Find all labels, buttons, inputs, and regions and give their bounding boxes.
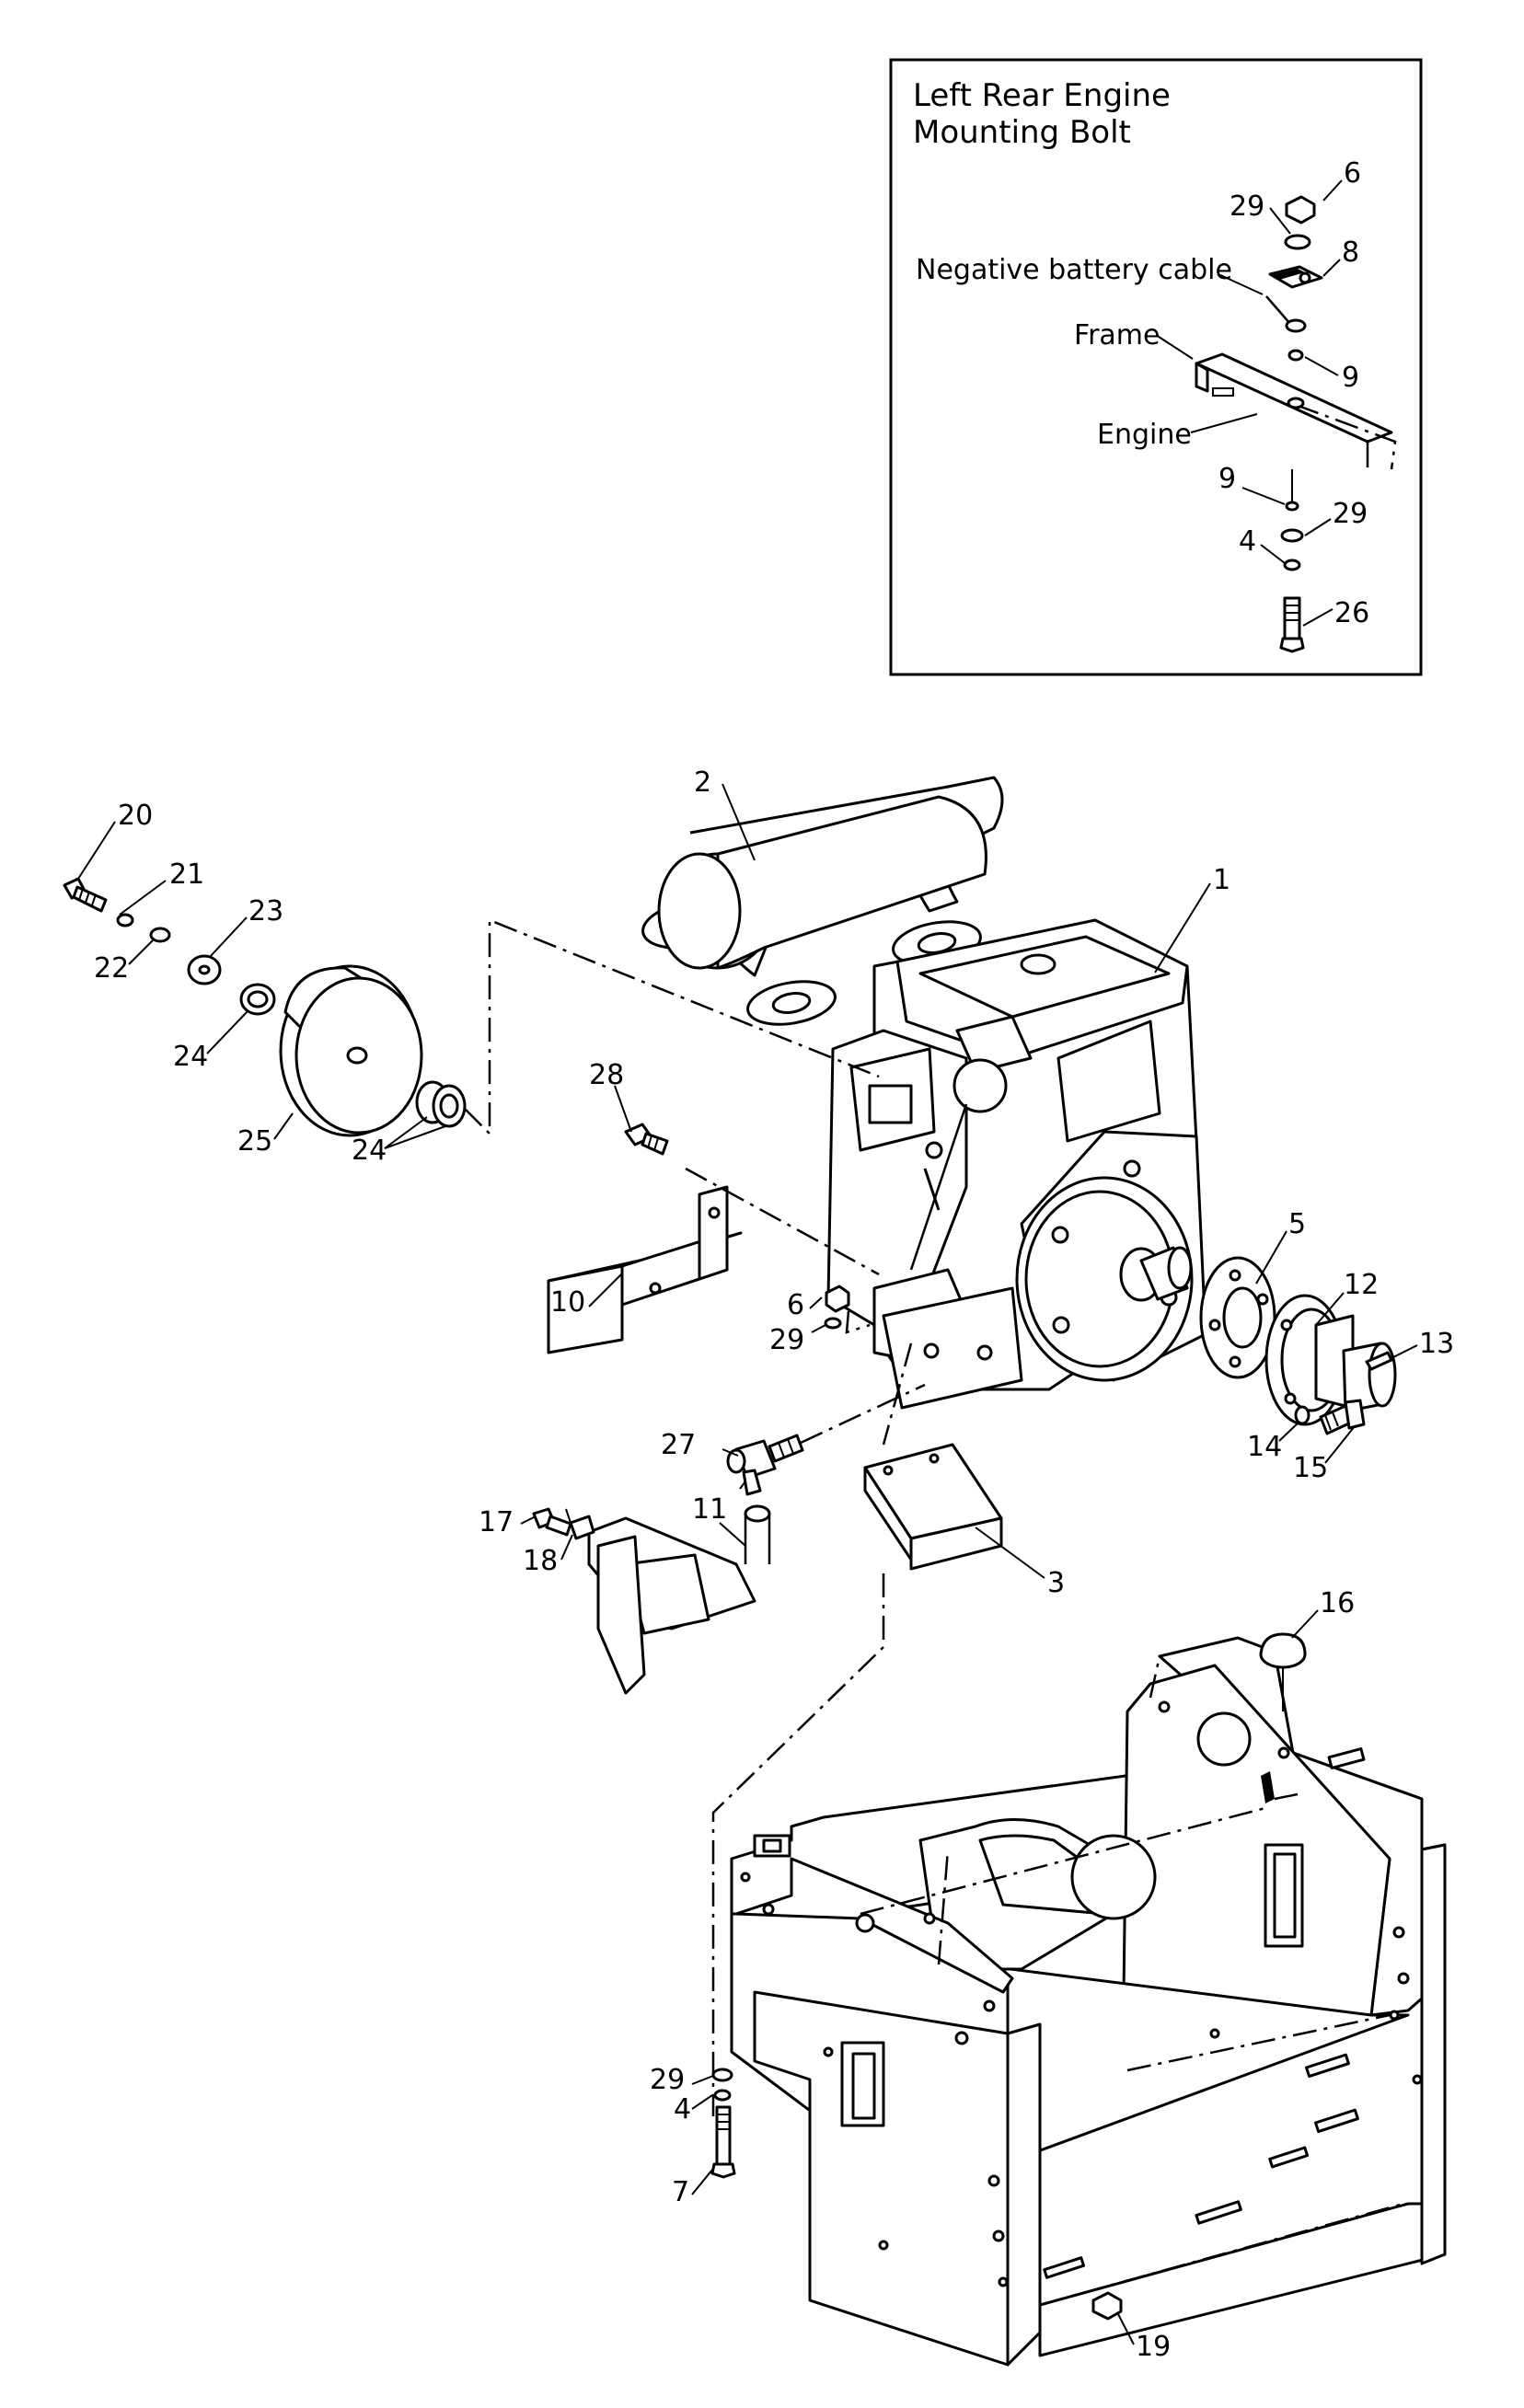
hub-part-12 — [1264, 1294, 1397, 1426]
washer-part-4 — [713, 2089, 732, 2102]
inset-label-frame: Frame — [1074, 319, 1160, 351]
crank-adapter-part-5 — [1199, 1256, 1276, 1379]
engine-part-1 — [826, 918, 1207, 1410]
frame-hidden-line-1 — [860, 1806, 1266, 1916]
bolt-part-15 — [1319, 1399, 1366, 1435]
engine-mount-part-3 — [863, 1443, 1003, 1571]
callout-19: 19 — [1136, 2331, 1171, 2363]
inset-callout-9-top: 9 — [1342, 362, 1359, 394]
frame-hidden-line-4 — [1039, 2202, 1404, 2307]
callout-leaders — [77, 783, 1418, 2345]
callout-17: 17 — [479, 1506, 514, 1538]
lockwasher-part-21 — [116, 913, 134, 927]
muffler-part-2 — [641, 776, 1004, 1026]
inset-washer-9-bottom — [1285, 501, 1299, 512]
bolt-part-28 — [624, 1123, 669, 1156]
callout-10: 10 — [550, 1286, 585, 1319]
inset-callout-29-bottom: 29 — [1333, 498, 1368, 530]
inset-negative-cable — [1265, 295, 1307, 333]
callout-2: 2 — [694, 766, 711, 799]
inset-washer-9-top — [1287, 349, 1304, 362]
spacer-part-23 — [187, 954, 222, 985]
mount-lower-dash — [711, 1573, 885, 2116]
mount-dash — [845, 1310, 871, 1334]
inset-terminal-plate — [1268, 265, 1323, 289]
callout-1: 1 — [1213, 864, 1230, 896]
inset-lockwasher-29 — [1284, 234, 1311, 250]
lockwasher-part-29-lower — [711, 2068, 733, 2082]
washer-part-22 — [149, 927, 171, 943]
clip-part-18 — [565, 1508, 595, 1540]
inset-title-line1: Left Rear Engine — [913, 77, 1171, 114]
pulley-part-25 — [279, 964, 423, 1137]
chassis-frame — [587, 1516, 1447, 2367]
callout-23: 23 — [248, 895, 283, 927]
inset-left-rear-engine-mounting-bolt: Left Rear Engine Mounting Bolt — [889, 58, 1423, 676]
frame-hidden-line-2 — [937, 1849, 950, 1965]
callout-29-upper: 29 — [769, 1324, 804, 1356]
callout-11: 11 — [692, 1493, 727, 1526]
inset-callout-26: 26 — [1334, 597, 1369, 629]
key-part-13 — [1365, 1351, 1393, 1371]
callout-24-rear: 24 — [352, 1135, 387, 1167]
inset-callout-9-bottom: 9 — [1218, 463, 1236, 495]
pulley-centerline — [464, 918, 880, 1137]
fuel-line-dash — [800, 1383, 926, 1445]
callout-29-lower: 29 — [650, 2064, 685, 2096]
callout-14: 14 — [1247, 1431, 1282, 1463]
inset-bolt-26 — [1279, 596, 1305, 653]
bracket-part-10 — [547, 1185, 743, 1354]
callout-13: 13 — [1419, 1328, 1454, 1360]
callout-28: 28 — [589, 1059, 624, 1091]
inset-callout-6: 6 — [1344, 157, 1361, 190]
lockwasher-part-14 — [1294, 1405, 1310, 1425]
callout-24-front: 24 — [173, 1041, 208, 1073]
callout-25: 25 — [237, 1125, 272, 1158]
nut-part-6 — [825, 1285, 850, 1313]
callout-16: 16 — [1320, 1587, 1355, 1619]
fuel-tee-part-27 — [726, 1434, 804, 1496]
frame-hidden-line-3 — [1126, 2013, 1391, 2072]
inset-nut — [1285, 195, 1316, 225]
mount-upper-dash — [882, 1342, 913, 1446]
nut-part-19 — [1091, 2291, 1123, 2321]
inset-lockwasher-29-bottom — [1280, 528, 1304, 543]
inset-callout-8: 8 — [1342, 236, 1359, 269]
callout-20: 20 — [118, 800, 153, 832]
plug-part-16 — [1259, 1632, 1307, 1711]
callout-18: 18 — [523, 1545, 558, 1577]
bearing-part-24-front — [239, 983, 276, 1016]
lockwasher-part-29-upper — [824, 1317, 842, 1330]
callout-5: 5 — [1288, 1208, 1306, 1240]
callout-6: 6 — [787, 1289, 804, 1321]
bolt-part-17 — [532, 1507, 572, 1537]
inset-label-engine: Engine — [1097, 419, 1192, 451]
callout-3: 3 — [1047, 1567, 1065, 1599]
inset-border — [889, 58, 1423, 676]
inset-label-negative-battery-cable: Negative battery cable — [916, 254, 1232, 286]
dipstick — [923, 1168, 941, 1211]
bolt-part-7 — [710, 2105, 736, 2179]
callout-12: 12 — [1344, 1269, 1379, 1301]
inset-callout-4: 4 — [1239, 525, 1256, 558]
bracket-centerline — [685, 1167, 880, 1276]
fuel-hose-part-11 — [744, 1504, 771, 1564]
bearings-part-24-rear — [415, 1080, 467, 1128]
callout-15: 15 — [1293, 1452, 1328, 1484]
bolt-part-20 — [63, 877, 108, 913]
callout-4: 4 — [674, 2093, 691, 2126]
frame-hidden-line-5 — [1149, 1655, 1161, 1699]
callout-22: 22 — [94, 952, 129, 985]
inset-callout-29-top: 29 — [1230, 190, 1264, 223]
callout-21: 21 — [169, 858, 204, 891]
inset-frame-bracket — [1195, 352, 1397, 470]
inset-title-line2: Mounting Bolt — [913, 114, 1131, 151]
inset-washer-4 — [1283, 559, 1301, 571]
callout-7: 7 — [672, 2176, 689, 2208]
callout-27: 27 — [661, 1429, 696, 1461]
